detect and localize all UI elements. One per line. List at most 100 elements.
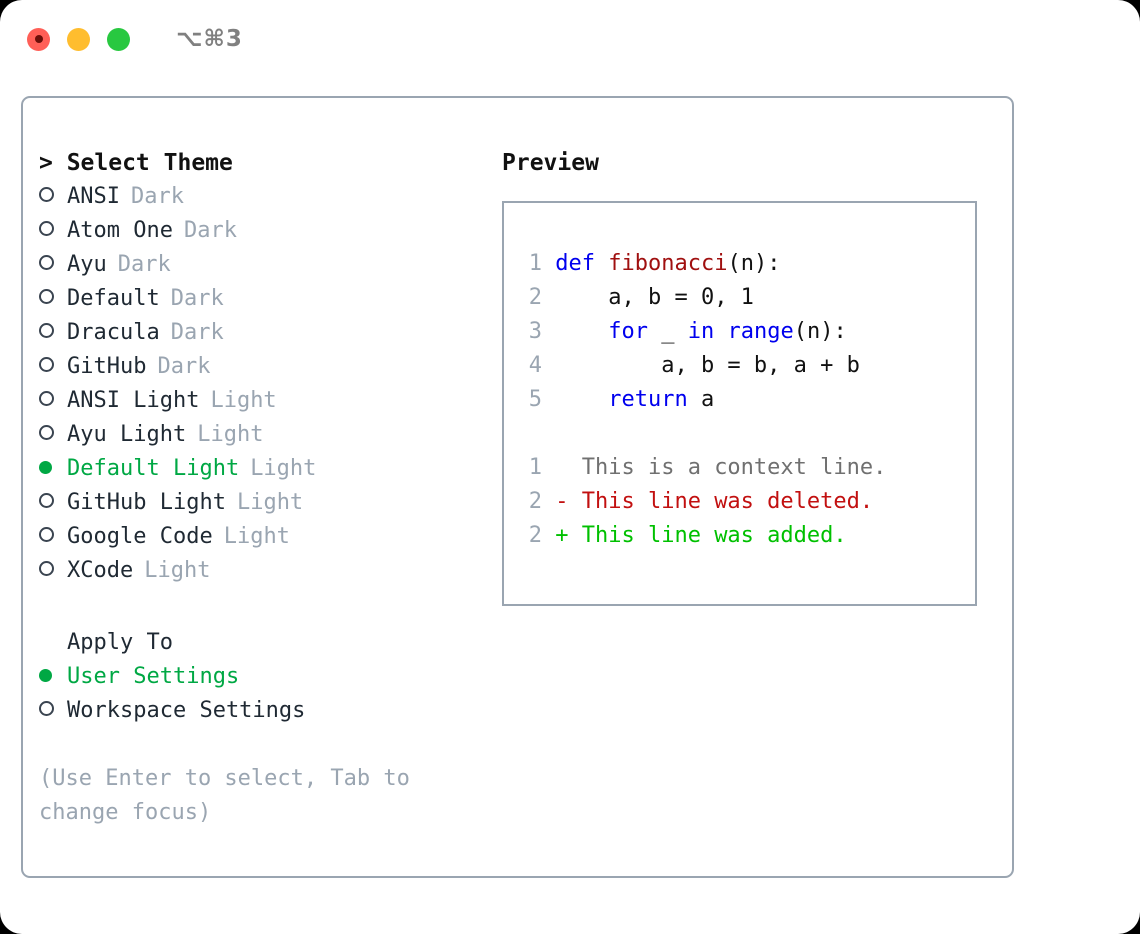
line-number: 2 (528, 285, 542, 310)
apply-to-option-0[interactable]: User Settings (39, 660, 488, 694)
code-token (555, 319, 608, 344)
radio-dot (39, 425, 54, 440)
radio-dot (39, 669, 52, 682)
radio-unselected-icon (39, 561, 67, 576)
diff-text: This is a context line. (555, 455, 887, 480)
theme-item-label: Ayu (67, 252, 107, 277)
line-number: 1 (528, 251, 542, 276)
diff-line: 2 + This line was added. (520, 519, 975, 553)
radio-unselected-icon (39, 255, 67, 270)
radio-unselected-icon (39, 493, 67, 508)
code-token: (n): (793, 319, 847, 344)
theme-item-label: ANSI (67, 184, 120, 209)
theme-item-label: ANSI Light (67, 388, 200, 413)
theme-variant-tag: Light (144, 558, 211, 583)
code-token: fibonacci (608, 251, 728, 276)
close-button[interactable] (27, 27, 50, 51)
theme-variant-tag: Light (210, 388, 277, 413)
theme-item-label: Ayu Light (67, 422, 187, 447)
line-number: 1 (528, 455, 542, 480)
radio-dot (39, 357, 54, 372)
diff-sample: 1 This is a context line. 2 - This line w… (520, 451, 975, 553)
radio-dot (39, 461, 52, 474)
maximize-button[interactable] (107, 27, 130, 51)
radio-unselected-icon (39, 391, 67, 406)
radio-dot (39, 701, 54, 716)
theme-variant-tag: Dark (157, 354, 211, 379)
theme-item-label: GitHub (67, 354, 147, 379)
radio-dot (39, 221, 54, 236)
code-line: 4 a, b = b, a + b (520, 349, 975, 383)
minimize-button[interactable] (67, 27, 90, 51)
radio-unselected-icon (39, 289, 67, 304)
theme-item-label: Default Light (67, 456, 240, 481)
diff-text: + This line was added. (555, 523, 847, 548)
radio-unselected-icon (39, 701, 67, 716)
apply-to-option-1[interactable]: Workspace Settings (39, 694, 488, 728)
code-line: 3 for _ in range(n): (520, 315, 975, 349)
radio-unselected-icon (39, 221, 67, 236)
recording-indicator-icon (34, 35, 43, 43)
theme-item-label: Default (67, 286, 160, 311)
shortcut-label: ⌥⌘3 (176, 26, 243, 52)
radio-dot (39, 561, 54, 576)
radio-dot (39, 187, 54, 202)
diff-text: - This line was deleted. (555, 489, 874, 514)
theme-item-3[interactable]: Default Dark (39, 282, 488, 316)
theme-item-0[interactable]: ANSI Dark (39, 180, 488, 214)
code-token (555, 387, 608, 412)
theme-item-6[interactable]: ANSI Light Light (39, 384, 488, 418)
line-number: 3 (528, 319, 542, 344)
apply-to-header: Apply To (67, 630, 173, 655)
radio-dot (39, 527, 54, 542)
theme-item-11[interactable]: XCode Light (39, 554, 488, 588)
code-token: in (687, 319, 715, 344)
code-line: 5 return a (520, 383, 975, 417)
radio-unselected-icon (39, 187, 67, 202)
keyboard-hint: (Use Enter to select, Tab to change focu… (39, 766, 424, 825)
line-number: 5 (528, 387, 542, 412)
radio-unselected-icon (39, 425, 67, 440)
theme-item-label: Atom One (67, 218, 173, 243)
theme-item-10[interactable]: Google Code Light (39, 520, 488, 554)
radio-dot (39, 391, 54, 406)
code-token: _ (647, 319, 688, 344)
line-number: 4 (528, 353, 542, 378)
theme-variant-tag: Light (223, 524, 290, 549)
diff-line: 2 - This line was deleted. (520, 485, 975, 519)
theme-variant-tag: Dark (170, 286, 224, 311)
code-token: def (555, 251, 609, 276)
title-bar: ⌥⌘3 (0, 0, 1140, 78)
code-token: a (687, 387, 715, 412)
radio-dot (39, 323, 54, 338)
code-token: (n): (727, 251, 781, 276)
line-number: 2 (528, 489, 542, 514)
radio-dot (39, 493, 54, 508)
theme-item-label: Dracula (67, 320, 160, 345)
theme-item-5[interactable]: GitHub Dark (39, 350, 488, 384)
window-controls (27, 27, 130, 51)
theme-item-label: Google Code (67, 524, 213, 549)
theme-variant-tag: Light (197, 422, 264, 447)
radio-dot (39, 289, 54, 304)
code-token: for (608, 319, 648, 344)
radio-unselected-icon (39, 357, 67, 372)
radio-dot (39, 255, 54, 270)
theme-item-7[interactable]: Ayu Light Light (39, 418, 488, 452)
theme-item-label: XCode (67, 558, 134, 583)
code-token (714, 319, 727, 344)
theme-variant-tag: Light (236, 490, 304, 515)
theme-variant-tag: Dark (130, 184, 184, 209)
radio-selected-icon (39, 461, 67, 474)
